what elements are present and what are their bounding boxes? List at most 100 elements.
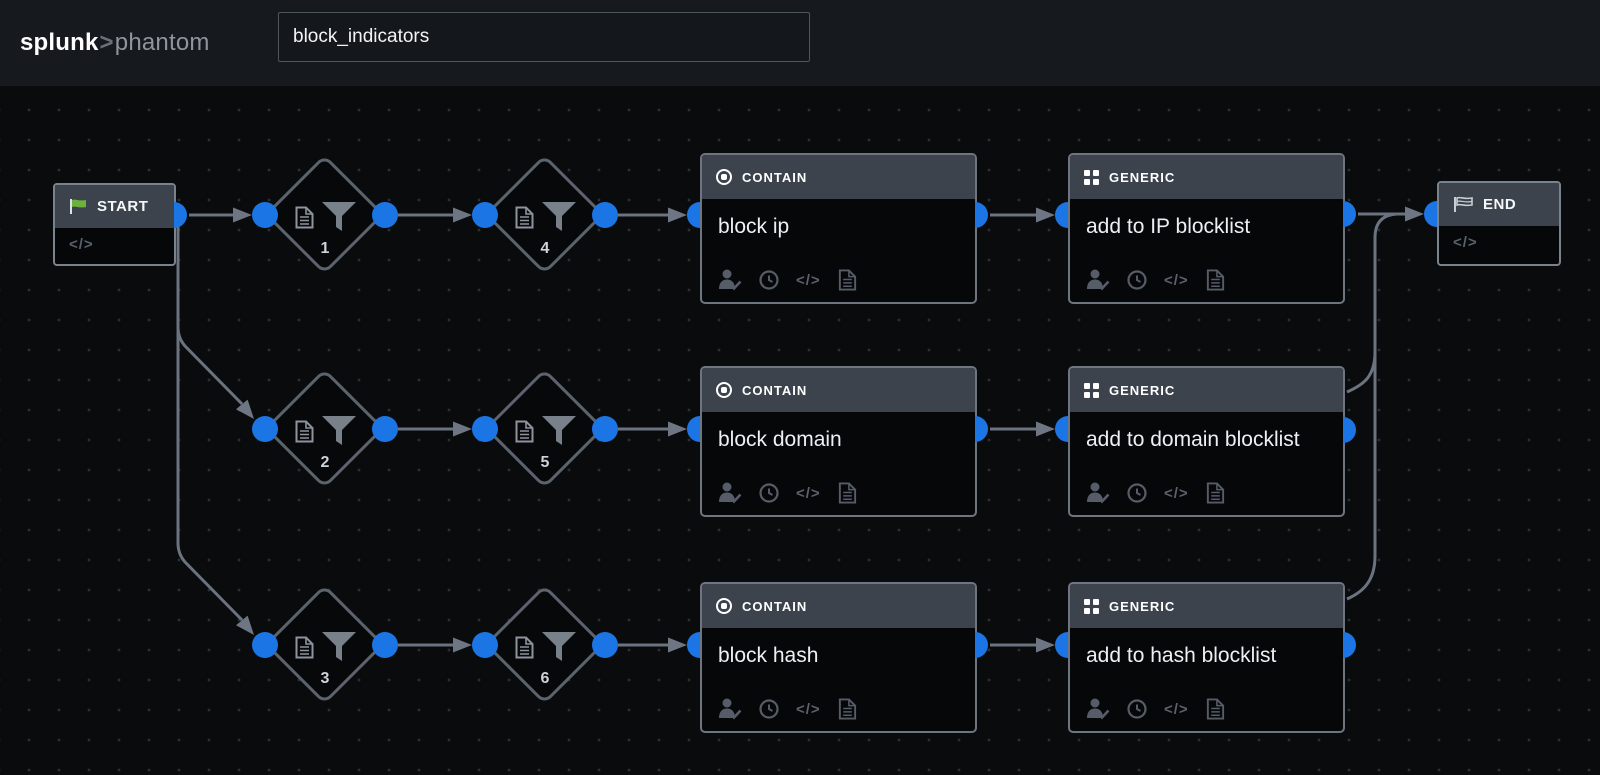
filter-node-2[interactable]: 2 — [264, 368, 385, 489]
domain-blocklist-input-port[interactable] — [1055, 416, 1068, 442]
filter4-output-port[interactable] — [592, 202, 618, 228]
filter4-input-port[interactable] — [472, 202, 498, 228]
block-type-label: CONTAIN — [742, 169, 808, 185]
start-flag-icon — [70, 199, 86, 214]
filter-icon — [321, 202, 356, 231]
block-type-label: GENERIC — [1109, 382, 1176, 398]
block-ip-input-port[interactable] — [687, 202, 700, 228]
filter-node-4[interactable]: 4 — [484, 154, 605, 275]
user-approval-icon — [1087, 482, 1110, 504]
end-input-port[interactable] — [1424, 201, 1437, 227]
filter-number: 1 — [320, 240, 330, 257]
code-icon: </> — [796, 484, 821, 502]
note-icon — [515, 206, 533, 228]
action-block-add-to-domain-blocklist[interactable]: GENERIC add to domain blocklist </> — [1068, 366, 1345, 517]
hash-blocklist-input-port[interactable] — [1055, 632, 1068, 658]
block-type-label: CONTAIN — [742, 382, 808, 398]
code-icon: </> — [69, 236, 94, 253]
arrowheads — [233, 206, 1424, 653]
delay-icon — [759, 270, 779, 290]
note-icon — [838, 482, 856, 504]
filter-node-1[interactable]: 1 — [264, 154, 385, 275]
block-title: block domain — [718, 428, 842, 451]
filter6-output-port[interactable] — [592, 632, 618, 658]
block-title: add to IP blocklist — [1086, 215, 1251, 238]
filter-icon — [541, 416, 576, 445]
start-node[interactable]: START </> — [53, 183, 176, 266]
user-approval-icon — [719, 269, 742, 291]
block-title: block hash — [718, 644, 819, 667]
contain-icon — [716, 598, 732, 614]
filter-number: 3 — [320, 670, 330, 687]
filter5-output-port[interactable] — [592, 416, 618, 442]
logo-gt: > — [99, 29, 114, 56]
filter-number: 4 — [540, 240, 550, 257]
domain-blocklist-output-port[interactable] — [1343, 417, 1356, 443]
note-icon — [515, 636, 533, 658]
user-approval-icon — [719, 482, 742, 504]
block-ip-output-port[interactable] — [975, 202, 988, 228]
filter6-input-port[interactable] — [472, 632, 498, 658]
hash-blocklist-output-port[interactable] — [1343, 632, 1356, 658]
user-approval-icon — [719, 698, 742, 720]
ip-blocklist-input-port[interactable] — [1055, 202, 1068, 228]
filter-number: 5 — [540, 454, 550, 471]
code-icon: </> — [796, 700, 821, 718]
start-output-port[interactable] — [174, 202, 187, 228]
splunk-phantom-logo: splunk > phantom — [20, 0, 210, 86]
playbook-name-input[interactable] — [278, 12, 810, 62]
ip-blocklist-output-port[interactable] — [1343, 201, 1356, 227]
block-domain-input-port[interactable] — [687, 416, 700, 442]
block-domain-output-port[interactable] — [975, 416, 988, 442]
filter-number: 2 — [320, 454, 330, 471]
filter3-input-port[interactable] — [252, 632, 278, 658]
action-block-block-domain[interactable]: CONTAIN block domain </> — [700, 366, 977, 517]
end-node[interactable]: END </> — [1437, 181, 1561, 266]
generic-icon — [1084, 598, 1099, 614]
block-hash-input-port[interactable] — [687, 632, 700, 658]
block-title: add to domain blocklist — [1086, 428, 1300, 451]
end-flag-icon — [1454, 196, 1473, 212]
delay-icon — [1127, 699, 1147, 719]
filter-icon — [321, 416, 356, 445]
filter1-input-port[interactable] — [252, 202, 278, 228]
code-icon: </> — [1164, 484, 1189, 502]
logo-phantom: phantom — [114, 29, 210, 56]
contain-icon — [716, 169, 732, 185]
note-icon — [295, 636, 313, 658]
delay-icon — [759, 483, 779, 503]
note-icon — [1206, 482, 1224, 504]
code-icon: </> — [796, 271, 821, 289]
note-icon — [515, 420, 533, 442]
filter-icon — [321, 632, 356, 661]
playbook-canvas[interactable]: START </> END </> — [0, 86, 1600, 775]
block-title: add to hash blocklist — [1086, 644, 1277, 667]
contain-icon — [716, 382, 732, 398]
generic-icon — [1084, 169, 1099, 185]
delay-icon — [1127, 270, 1147, 290]
code-icon: </> — [1164, 700, 1189, 718]
delay-icon — [759, 699, 779, 719]
filter3-output-port[interactable] — [372, 632, 398, 658]
filter-node-6[interactable]: 6 — [484, 584, 605, 705]
note-icon — [1206, 269, 1224, 291]
filter2-output-port[interactable] — [372, 416, 398, 442]
filter5-input-port[interactable] — [472, 416, 498, 442]
block-hash-output-port[interactable] — [975, 632, 988, 658]
note-icon — [1206, 698, 1224, 720]
filter-node-5[interactable]: 5 — [484, 368, 605, 489]
action-block-add-to-hash-blocklist[interactable]: GENERIC add to hash blocklist </> — [1068, 582, 1345, 733]
filter1-output-port[interactable] — [372, 202, 398, 228]
action-block-block-ip[interactable]: CONTAIN block ip </> — [700, 153, 977, 304]
user-approval-icon — [1087, 269, 1110, 291]
logo-splunk: splunk — [20, 29, 99, 56]
filter2-input-port[interactable] — [252, 416, 278, 442]
filter-icon — [541, 202, 576, 231]
delay-icon — [1127, 483, 1147, 503]
block-type-label: CONTAIN — [742, 598, 808, 614]
filter-node-3[interactable]: 3 — [264, 584, 385, 705]
block-title: block ip — [718, 215, 790, 238]
start-label: START — [97, 198, 149, 215]
action-block-block-hash[interactable]: CONTAIN block hash </> — [700, 582, 977, 733]
action-block-add-to-ip-blocklist[interactable]: GENERIC add to IP blocklist </> — [1068, 153, 1345, 304]
